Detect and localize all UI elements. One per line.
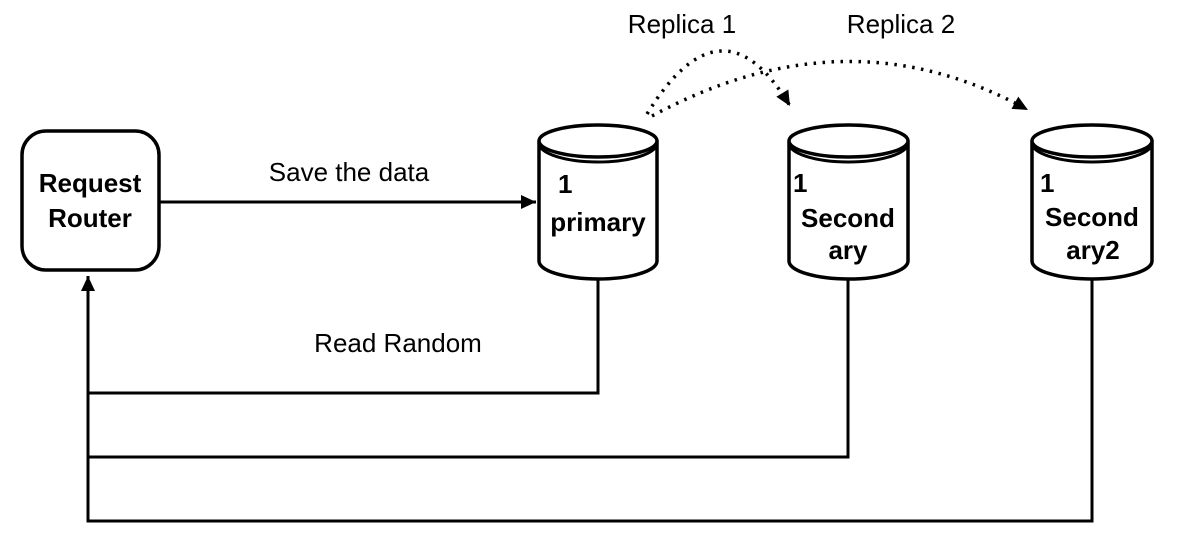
edge-replica1-label: Replica 1 (628, 9, 736, 39)
db-secondary2-label-line3: ary2 (1066, 235, 1120, 265)
edge-save-data-label: Save the data (269, 157, 430, 187)
db-secondary2-node: 1 Second ary2 (1030, 123, 1154, 281)
edge-read-return-primary (88, 279, 600, 395)
db-secondary-node: 1 Second ary (787, 123, 910, 281)
db-primary-label-line2: primary (550, 207, 646, 237)
db-secondary-lid-innerline (787, 142, 910, 164)
edge-replica2 (651, 59, 1029, 118)
edge-replica2-label: Replica 2 (847, 9, 955, 39)
db-primary-lid-innerline (537, 142, 659, 164)
db-secondary2-label-line2: Second (1045, 202, 1139, 232)
db-secondary2-lid (1030, 123, 1154, 159)
db-secondary-lid (787, 123, 910, 159)
request-router-node: Request Router (20, 129, 161, 272)
request-router-label-line2: Router (48, 203, 132, 233)
edge-read-return-secondary (88, 279, 850, 459)
db-secondary-label-line1: 1 (793, 168, 807, 198)
db-secondary2-lid-innerline (1030, 142, 1154, 164)
request-router-label-line1: Request (39, 168, 142, 198)
db-primary-label-line1: 1 (558, 169, 572, 199)
db-secondary-label-line3: ary (828, 235, 868, 265)
edge-read-random-label: Read Random (314, 328, 482, 358)
request-router-box (20, 129, 161, 272)
db-secondary-label-line2: Second (801, 203, 895, 233)
db-primary-lid (537, 123, 659, 159)
edge-replica1 (645, 49, 792, 115)
db-secondary2-label-line1: 1 (1040, 168, 1054, 198)
db-primary-node: 1 primary (537, 123, 659, 281)
edge-read-return-secondary2 (81, 276, 1094, 523)
